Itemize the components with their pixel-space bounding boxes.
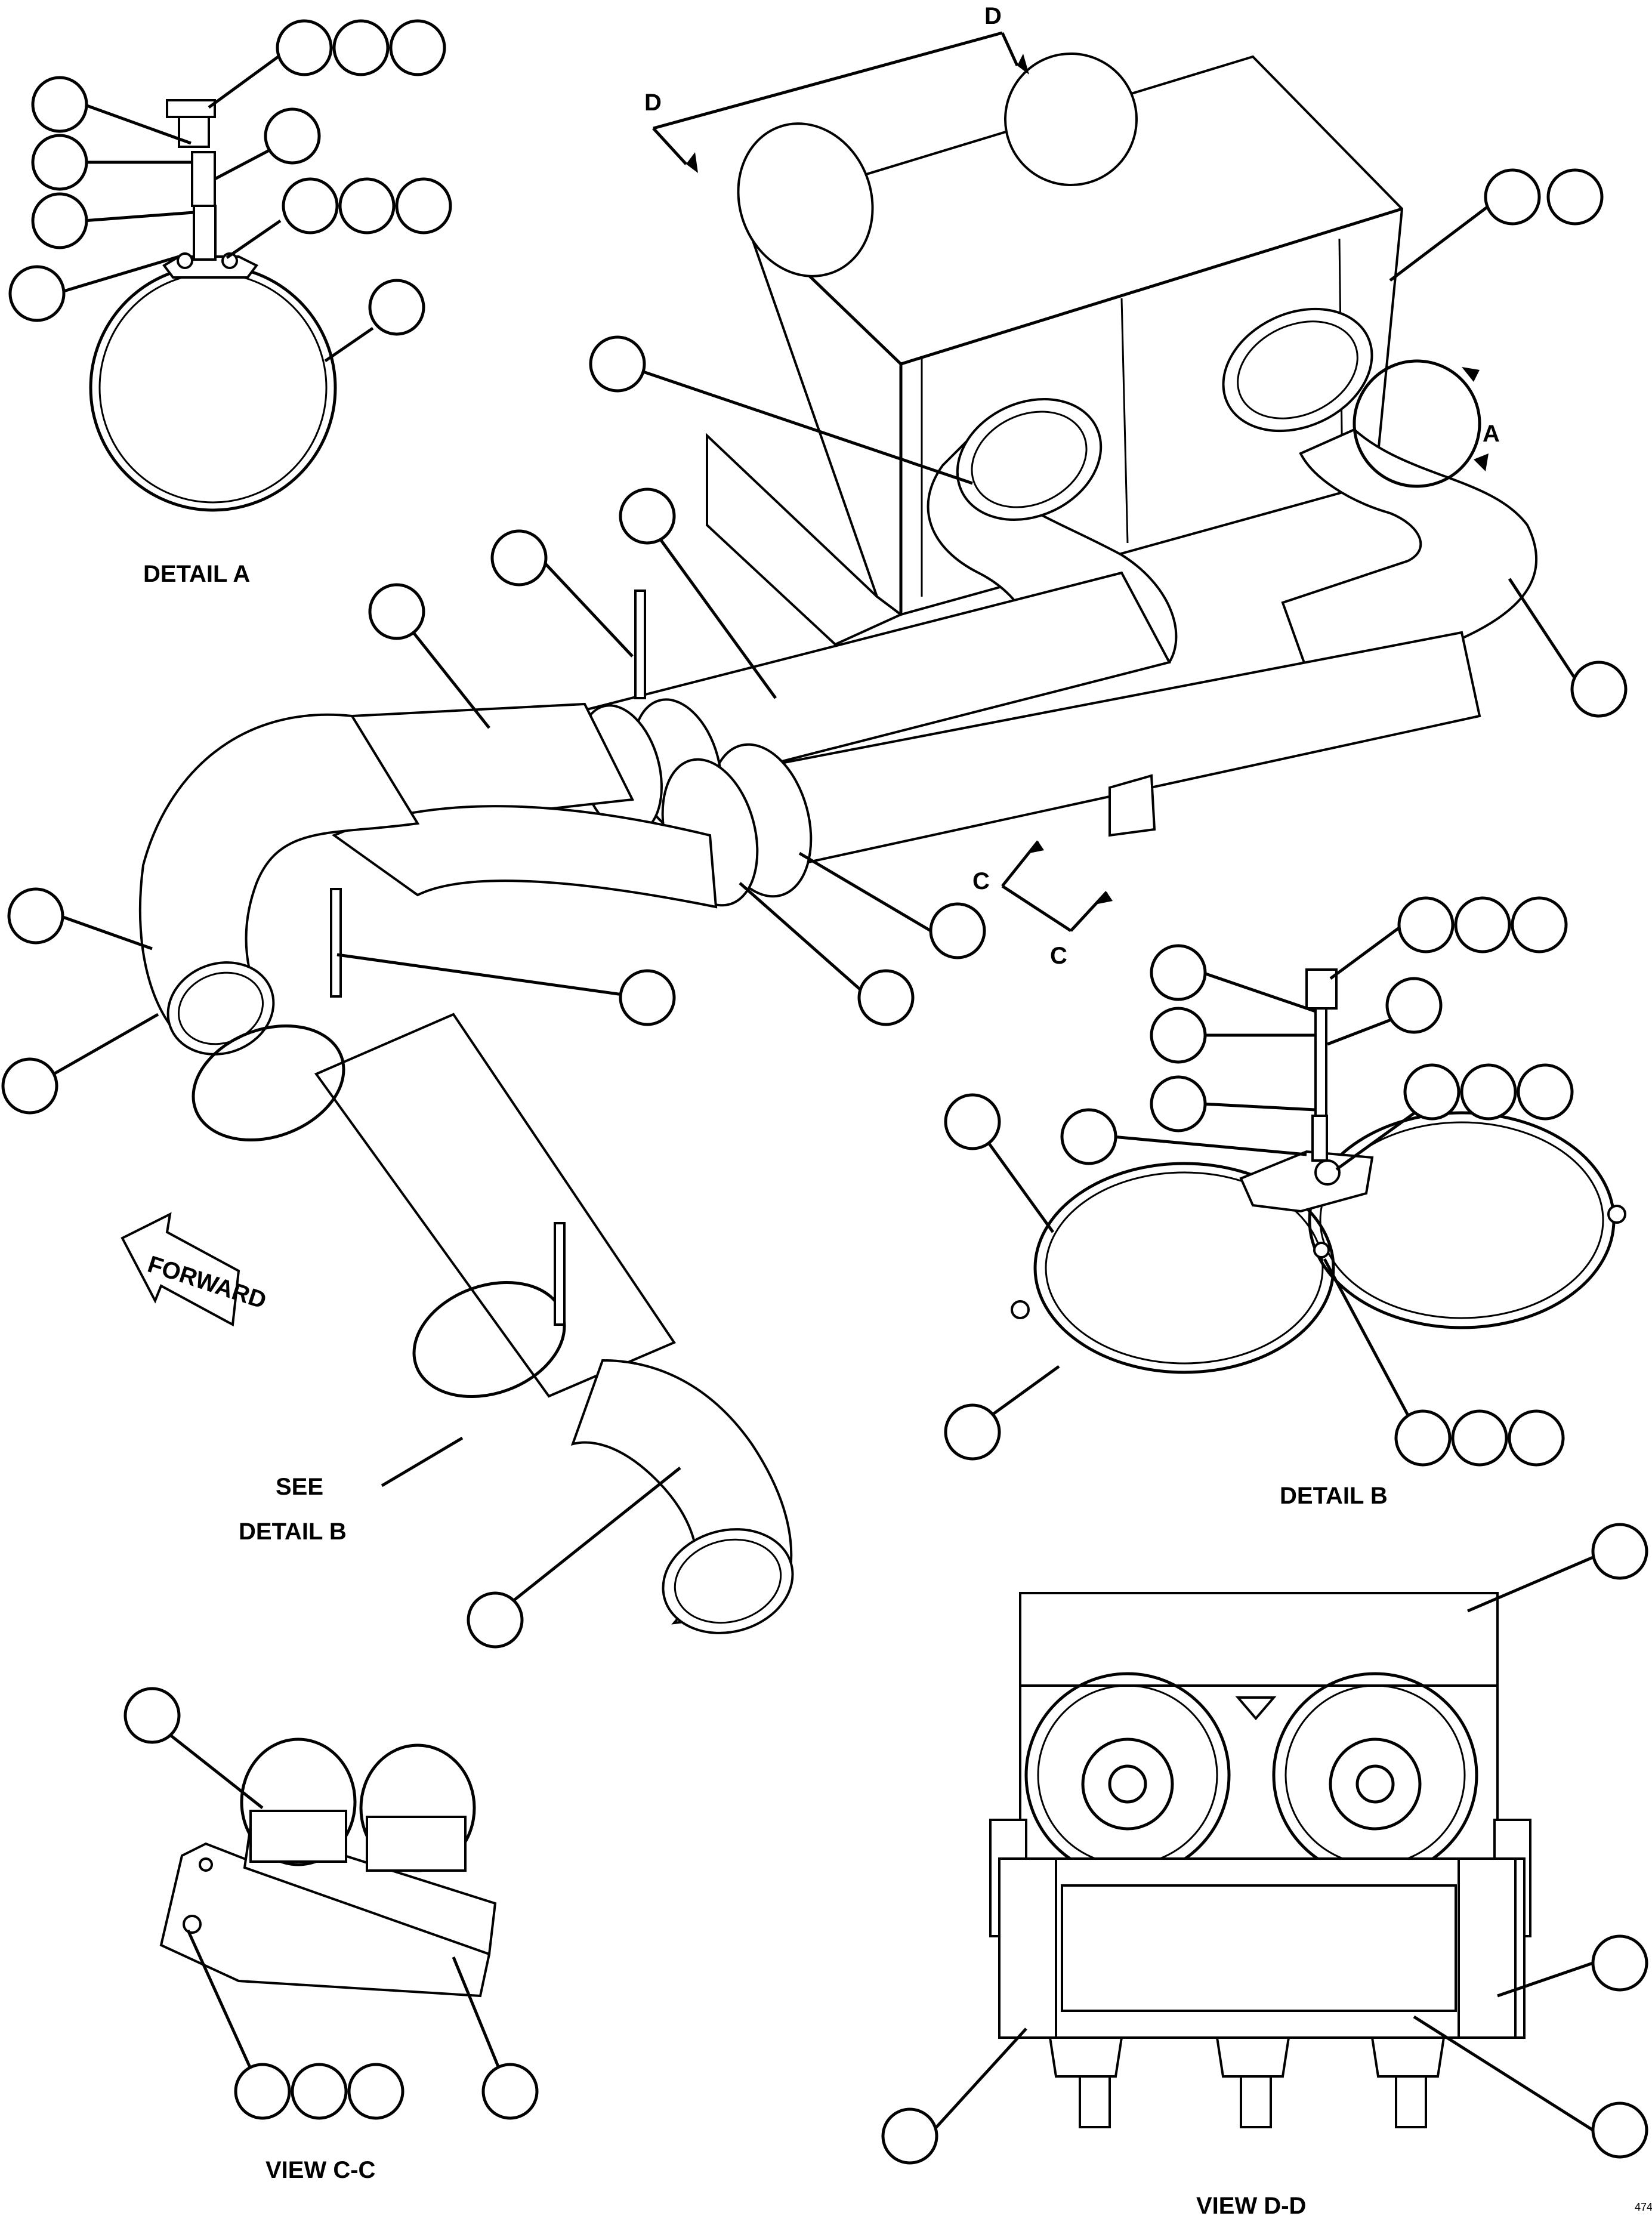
section-c-letter-lower: C [1050,943,1067,969]
view-dd-label: VIEW D-D [1196,2193,1306,2219]
forward-arrow: FORWARD [121,1212,270,1327]
section-c-letter-upper: C [972,868,990,894]
view-cc-label: VIEW C-C [265,2157,375,2183]
section-d-letter-right: D [984,3,1002,29]
view-c-c: VIEW C-C [123,1687,539,2183]
detail-a-marker: A [1353,359,1500,488]
figure-id: 4744 [1635,2201,1652,2213]
detail-a: DETAIL A [8,19,452,587]
main-pipes [138,571,1481,1634]
detail-b-balloons [944,896,1574,1467]
view-cc-bracket [159,1738,497,1998]
detail-a-balloons [8,19,452,336]
detail-a-marker-letter: A [1483,421,1500,447]
section-d-letter-left: D [644,90,662,116]
detail-a-label: DETAIL A [143,561,250,587]
see-label: SEE [276,1474,323,1500]
see-detail-b-label: DETAIL B [239,1519,347,1545]
main-balloons [1,168,1628,1649]
view-cc-balloons [123,1687,539,2120]
main-clamps [192,590,1156,1399]
view-dd-balloons [881,1523,1648,2165]
view-d-d: VIEW D-D [881,1523,1648,2219]
detail-a-clamp [89,99,337,512]
view-dd-housing [989,1592,1531,2128]
detail-b: DETAIL B [944,896,1626,1509]
section-c-arrows: C C [972,840,1113,969]
detail-a-leaders [59,49,374,363]
main-assembly: D D C C A FORWARD SEE DETAIL B [1,3,1628,1649]
air-cleaner-housing [706,53,1404,646]
detail-b-clamp [1011,968,1626,1374]
section-d-arrows: D D [644,3,1029,173]
detail-b-label: DETAIL B [1280,1483,1388,1509]
view-dd-leaders [932,1556,1594,2132]
